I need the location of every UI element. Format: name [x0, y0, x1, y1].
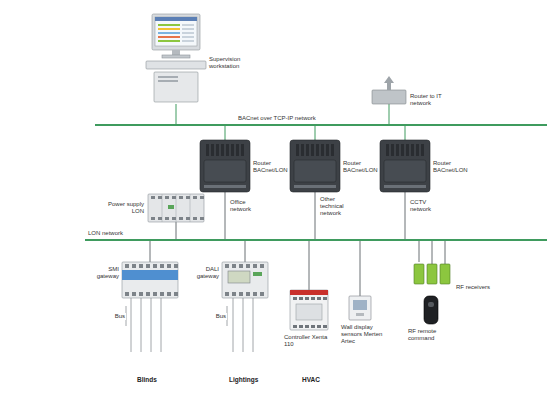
controller-device-icon [290, 290, 328, 330]
network-link [176, 104, 177, 124]
power-supply-icon [148, 194, 204, 222]
network-link [405, 126, 406, 140]
network-link [360, 241, 361, 296]
network-link [405, 192, 406, 239]
gateway-device-icon [222, 262, 268, 298]
device-label: DALI gateway [186, 266, 219, 280]
device-label: Power supply LON [96, 201, 144, 215]
device-label: BACnet over TCP-IP network [238, 115, 348, 122]
power-supply: Power supply LON [148, 194, 204, 222]
network-label: Office network [229, 199, 261, 213]
group-caption: HVAC [301, 376, 343, 383]
controller-device: Controller Xenta 110 [290, 290, 328, 330]
device-label: Router to IT network [410, 93, 458, 107]
network-link [245, 241, 246, 262]
router-device: Router BACnet/LON [380, 140, 430, 192]
router-device-icon [290, 140, 340, 192]
router-device: Router BACnet/LON [200, 140, 250, 192]
device-label: RF receivers [456, 284, 496, 291]
network-link [225, 192, 226, 239]
sensor-device-icon [349, 296, 371, 320]
group-caption: Lightings [228, 376, 280, 383]
rf-receiver: RF receivers [412, 262, 452, 286]
network-link [176, 222, 177, 239]
remote-control: RF remote command [424, 296, 438, 324]
device-label: SMI gateway [86, 266, 119, 280]
rf-drops [432, 241, 445, 264]
remote-control-icon [424, 296, 438, 324]
bus-wires [126, 298, 253, 352]
router-device: Router BACnet/LON [290, 140, 340, 192]
workstation: Supervision workstation [146, 14, 206, 104]
router-box: Router to IT network [372, 90, 406, 104]
device-label: Router BACnet/LON [433, 160, 469, 174]
network-link [315, 192, 316, 239]
network-bus-icon [95, 124, 547, 126]
group-caption: Blinds [136, 376, 178, 383]
router-device-icon [380, 140, 430, 192]
network-bus-icon [85, 239, 547, 241]
device-label: Router BACnet/LON [253, 160, 289, 174]
network-link [309, 241, 310, 290]
gateway-device: SMI gateway [122, 262, 178, 298]
router-device-icon [200, 140, 250, 192]
bus-label: Bus [205, 313, 227, 320]
device-label: Controller Xenta 110 [284, 334, 336, 348]
network-link [389, 104, 390, 124]
device-label: Wall display sensors Merten Artec [341, 324, 389, 345]
network-label: CCTV network [409, 199, 443, 213]
network-bus: LON network [85, 239, 547, 241]
router-box-icon [372, 90, 406, 104]
network-label: Other technical network [319, 196, 357, 217]
network-bus: BACnet over TCP-IP network [95, 124, 547, 126]
device-label: LON network [88, 230, 148, 237]
network-link [150, 241, 151, 262]
gateway-device-icon [122, 262, 178, 298]
workstation-icon [146, 14, 206, 104]
rf-receiver-icon [412, 262, 452, 286]
device-label: Supervision workstation [209, 56, 261, 70]
network-link [419, 241, 420, 262]
network-link [225, 126, 226, 140]
sensor-device: Wall display sensors Merten Artec [349, 296, 371, 320]
device-label: RF remote command [408, 328, 456, 342]
network-link [315, 126, 316, 140]
bus-label: Bus [108, 313, 126, 320]
device-label: Router BACnet/LON [343, 160, 379, 174]
gateway-device: DALI gateway [222, 262, 268, 298]
